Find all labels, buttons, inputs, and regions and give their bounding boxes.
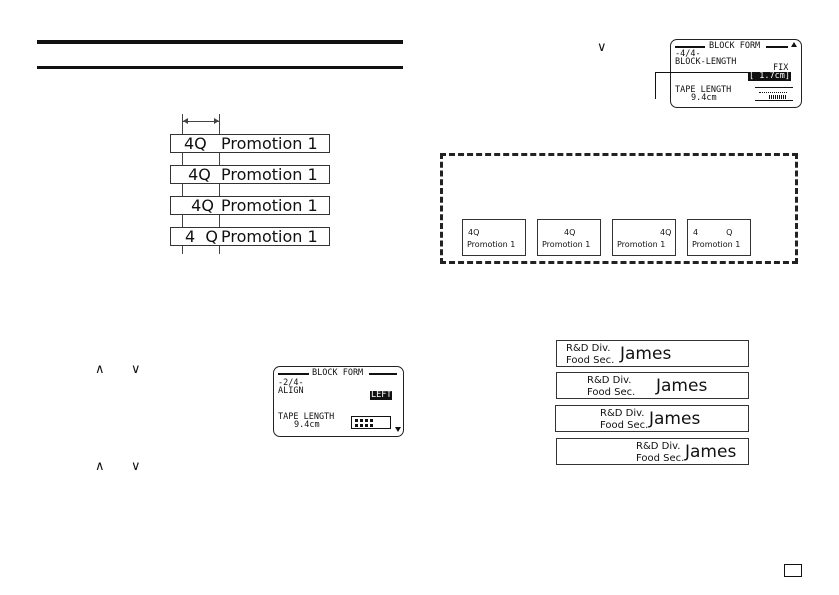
block-width-arrow-right-head (214, 118, 219, 124)
name-label-name: James (685, 442, 737, 462)
tape-main-text: Promotion 1 (221, 134, 318, 153)
guide-line-right (219, 114, 220, 254)
name-label-name: James (620, 344, 672, 364)
lcd-value: [ 1.7cm] (748, 71, 791, 81)
lcd-setting: BLOCK-LENGTH (675, 57, 737, 67)
name-label-justify: R&D Div. Food Sec. James (556, 438, 749, 465)
lcd-tape-length-label: TAPE LENGTH (278, 412, 335, 422)
block-width-arrow (183, 121, 219, 122)
tape-main-text: Promotion 1 (221, 196, 318, 215)
lcd-tape-preview (351, 416, 391, 429)
lcd-preview-mark (759, 90, 787, 93)
lcd-title: BLOCK FORM (709, 41, 761, 51)
name-label-line1: R&D Div. (600, 408, 645, 419)
triangle-up-icon (791, 42, 797, 47)
lcd-header-line (369, 373, 397, 375)
sample-line1: 4 Q (693, 228, 733, 237)
sample-line2: Promotion 1 (617, 240, 666, 249)
sample-line1: 4Q (468, 228, 480, 237)
lcd-dot (360, 419, 363, 422)
name-label-name: James (656, 376, 708, 396)
tape-block-text: 4Q (183, 165, 211, 184)
tape-main-text: Promotion 1 (221, 165, 318, 184)
tape-example-center: 4Q Promotion 1 (170, 165, 330, 184)
name-label-left: R&D Div. Food Sec. James (556, 340, 749, 367)
name-label-name: James (649, 409, 701, 429)
sample-label-left: 4Q Promotion 1 (462, 219, 526, 256)
sample-line2: Promotion 1 (692, 240, 741, 249)
name-label-line2: Food Sec. (600, 420, 649, 431)
tape-block-text: 4 Q (185, 227, 218, 246)
tape-example-left: 4Q Promotion 1 (170, 134, 330, 153)
tape-example-right: 4Q Promotion 1 (170, 196, 330, 215)
name-label-line1: R&D Div. (587, 375, 632, 386)
sample-line2: Promotion 1 (467, 240, 516, 249)
lcd-page: -4/4- (675, 49, 701, 59)
sample-line1: 4Q (660, 228, 672, 237)
tape-example-justify: 4 Q Promotion 1 (170, 227, 330, 246)
sample-label-center: 4Q Promotion 1 (537, 219, 601, 256)
lcd-dot (355, 419, 358, 422)
lcd-title: BLOCK FORM (312, 368, 364, 378)
up-key-icon: ∧ (95, 459, 105, 474)
lcd-dot (365, 424, 368, 427)
lcd-dot (360, 424, 363, 427)
name-label-line2: Food Sec. (636, 453, 685, 464)
up-key-icon: ∧ (95, 362, 105, 377)
triangle-down-icon (395, 427, 401, 432)
sample-line1: 4Q (564, 228, 576, 237)
callout-line (655, 72, 750, 73)
lcd-tape-preview (755, 87, 793, 101)
lcd-header-line (675, 46, 705, 48)
name-label-line2: Food Sec. (566, 355, 615, 366)
lcd-page: -2/4- (278, 378, 304, 388)
name-label-line2: Food Sec. (587, 387, 636, 398)
tape-block-text: 4Q (181, 196, 214, 215)
lcd-setting: ALIGN (278, 386, 304, 396)
guide-line-left (182, 114, 183, 254)
header-rule-top (37, 40, 403, 44)
lcd-tape-length-label: TAPE LENGTH (675, 85, 732, 95)
sample-line2: Promotion 1 (542, 240, 591, 249)
name-label-center: R&D Div. Food Sec. James (556, 372, 749, 399)
lcd-header-line (278, 373, 309, 375)
lcd-value: LEFT (370, 390, 393, 400)
sample-label-justify: 4 Q Promotion 1 (687, 219, 751, 256)
name-label-line1: R&D Div. (566, 343, 611, 354)
lcd-mode: FIX (773, 63, 789, 73)
tape-block-text: 4Q (184, 134, 207, 153)
sample-label-right: 4Q Promotion 1 (612, 219, 676, 256)
lcd-dot (370, 424, 373, 427)
lcd-screen-align: BLOCK FORM -2/4- ALIGN LEFT TAPE LENGTH … (273, 366, 404, 437)
lcd-dot (370, 419, 373, 422)
name-label-line1: R&D Div. (636, 441, 681, 452)
page-number-box (784, 564, 802, 577)
down-key-icon: ∨ (131, 459, 141, 474)
block-width-arrow-left-head (183, 118, 188, 124)
header-rule-bottom (37, 66, 403, 69)
callout-line-vertical (655, 72, 656, 99)
lcd-tape-length-value: 9.4cm (294, 420, 320, 430)
lcd-screen-block-length: BLOCK FORM -4/4- BLOCK-LENGTH FIX [ 1.7c… (670, 39, 802, 108)
lcd-preview-mark (769, 95, 787, 99)
lcd-header-line (766, 46, 788, 48)
alignment-samples-box (440, 153, 798, 264)
name-label-right: R&D Div. Food Sec. James (555, 405, 749, 432)
lcd-dot (355, 424, 358, 427)
lcd-tape-length-value: 9.4cm (691, 93, 717, 103)
down-key-icon: ∨ (597, 40, 607, 55)
tape-main-text: Promotion 1 (221, 227, 318, 246)
down-key-icon: ∨ (131, 362, 141, 377)
lcd-dot (365, 419, 368, 422)
